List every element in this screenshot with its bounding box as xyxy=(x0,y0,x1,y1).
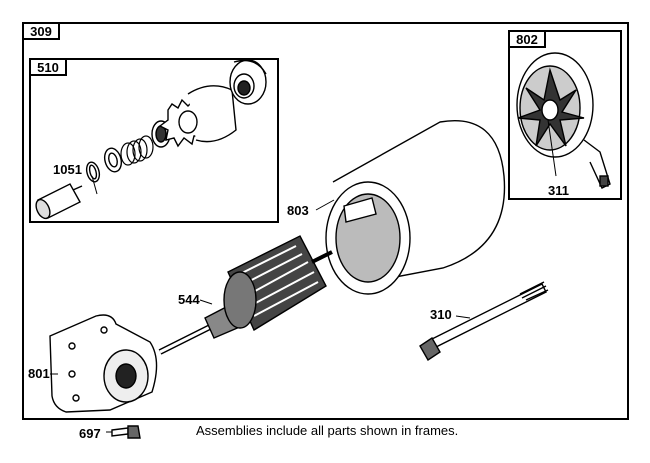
drive-assembly-frame xyxy=(29,58,279,223)
callout-697: 697 xyxy=(79,426,101,441)
leader-lines xyxy=(50,119,557,433)
assembly-tag-309: 309 xyxy=(22,22,60,40)
end-cap-assembly-frame xyxy=(508,30,622,200)
assemblies-note: Assemblies include all parts shown in fr… xyxy=(196,423,459,438)
callout-310: 310 xyxy=(430,307,452,322)
spring-illustration xyxy=(120,135,154,166)
commutator-end-cap-illustration xyxy=(516,52,611,189)
drive-end-bracket-illustration xyxy=(49,314,158,413)
main-assembly-frame xyxy=(22,22,629,420)
collar-illustration xyxy=(103,147,123,173)
retaining-ring-illustration xyxy=(85,161,101,183)
through-bolt-illustration xyxy=(419,281,549,361)
assembly-tag-802: 802 xyxy=(508,30,546,48)
callout-544: 544 xyxy=(178,292,200,307)
motor-housing-illustration xyxy=(325,120,506,295)
callout-1051: 1051 xyxy=(53,162,82,177)
armature-illustration xyxy=(158,235,333,355)
stop-cap-illustration xyxy=(229,59,267,105)
pinion-gear-illustration xyxy=(158,85,237,148)
callout-311: 311 xyxy=(548,183,569,198)
callout-803: 803 xyxy=(287,203,309,218)
callout-801: 801 xyxy=(28,366,50,381)
pin-illustration xyxy=(35,183,83,220)
screw-illustration xyxy=(111,425,141,439)
assembly-tag-510: 510 xyxy=(29,58,67,76)
